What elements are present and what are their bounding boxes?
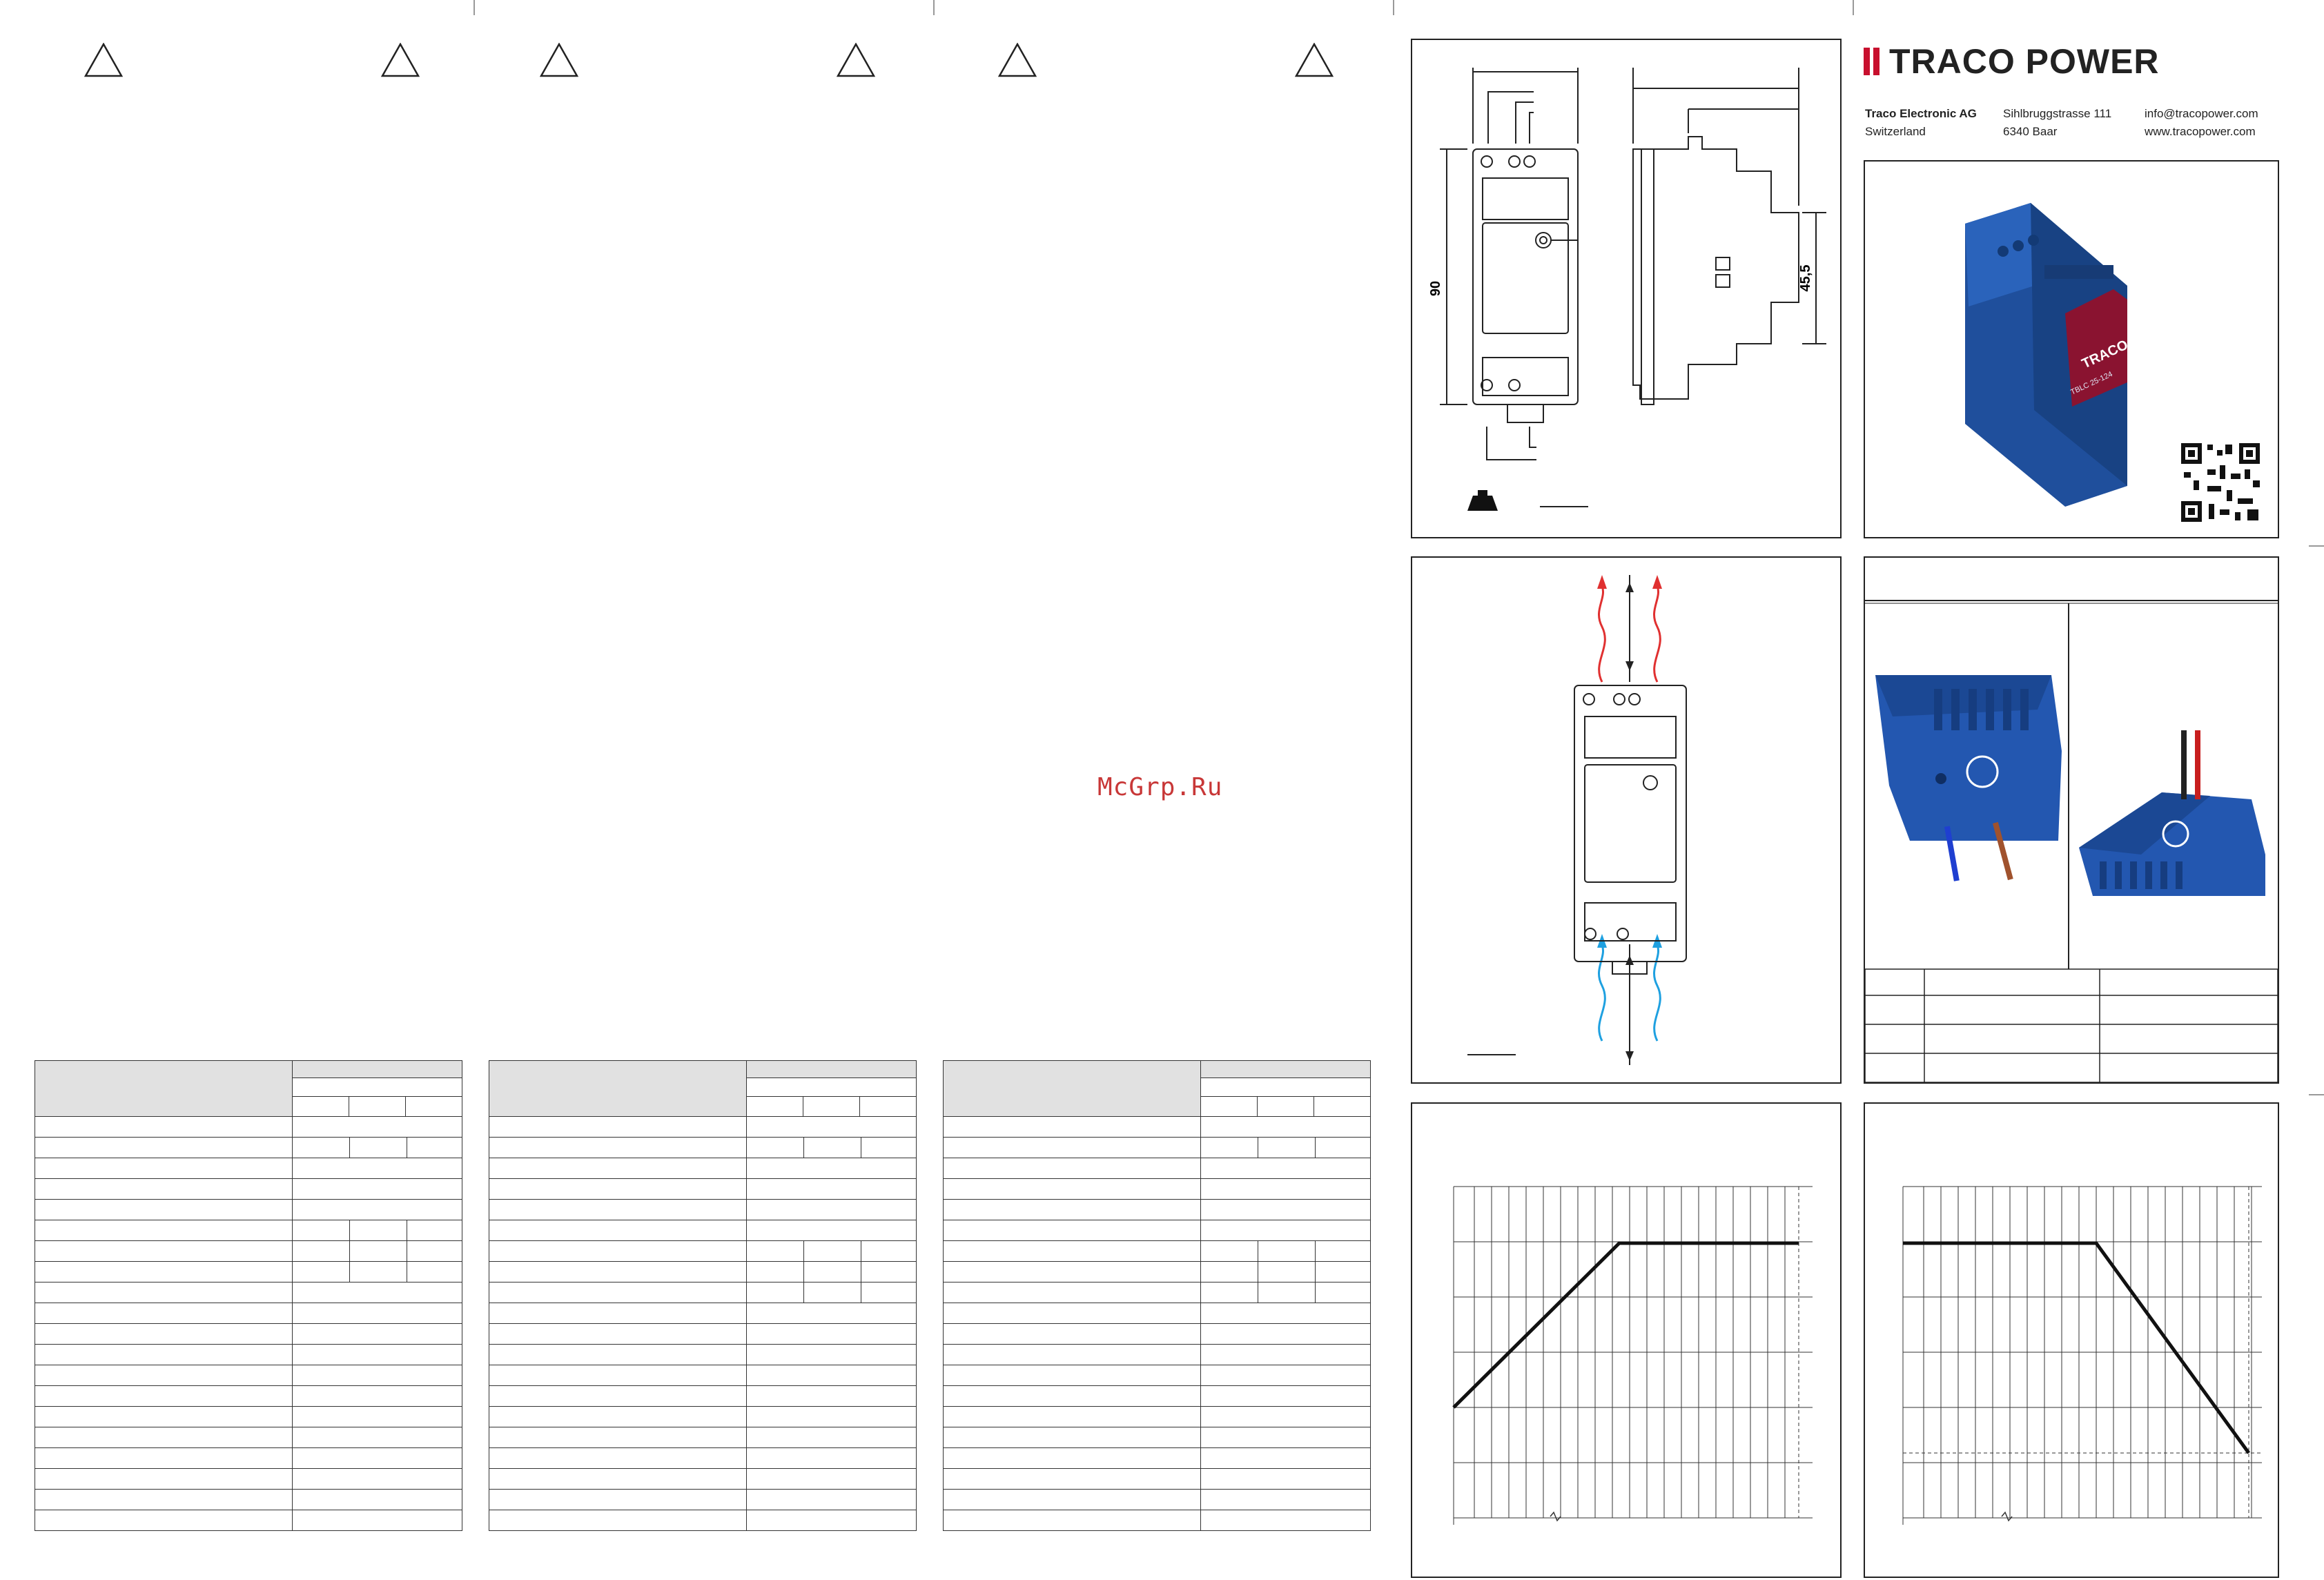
warning-triangle-icon — [84, 43, 123, 77]
qr-code-icon — [2179, 441, 2262, 524]
warning-triangle-icon — [540, 43, 578, 77]
address-street: Sihlbruggstrasse 111 6340 Baar — [2003, 105, 2111, 141]
watermark: McGrp.Ru — [1097, 773, 1223, 801]
depth-dimension: 45,5 — [1798, 265, 1813, 292]
weight-icon — [1467, 496, 1498, 511]
fold-mark — [1853, 0, 1854, 15]
spec-table-3 — [943, 1060, 1371, 1531]
spec-table-1 — [35, 1060, 462, 1531]
brand-bars-icon — [1864, 48, 1879, 75]
product-photo: TRACO POWER TBLC 25-124 — [1965, 203, 2262, 524]
fold-mark — [2309, 545, 2324, 547]
brand-logo: TRACO POWER — [1864, 41, 2160, 81]
fold-mark — [2309, 1094, 2324, 1095]
dimension-drawing: 90 45,5 — [1428, 68, 1826, 511]
company-city: 6340 Baar — [2003, 125, 2058, 138]
fold-mark — [473, 0, 475, 15]
fold-mark — [933, 0, 935, 15]
chart-panel-right — [1864, 1102, 2279, 1578]
warning-triangle-icon — [1295, 43, 1334, 77]
address-contact: info@tracopower.com www.tracopower.com — [2145, 105, 2258, 141]
chart-panel-left — [1411, 1102, 1842, 1578]
chart-left — [1452, 1186, 1813, 1525]
warning-triangle-icon — [998, 43, 1037, 77]
fold-mark — [1393, 0, 1394, 15]
company-country: Switzerland — [1865, 125, 1926, 138]
wiring-diagram — [1864, 600, 2278, 1083]
product-photo-panel: TRACO POWER TBLC 25-124 — [1864, 160, 2279, 538]
chart-right — [1902, 1186, 2262, 1525]
company-web[interactable]: www.tracopower.com — [2145, 125, 2256, 138]
spec-table-2 — [489, 1060, 917, 1531]
brand-name: TRACO POWER — [1889, 42, 2160, 81]
height-dimension: 90 — [1428, 281, 1443, 296]
airflow-diagram — [1467, 575, 1687, 1065]
company-email[interactable]: info@tracopower.com — [2145, 107, 2258, 120]
dimension-drawing-panel: 90 45,5 — [1411, 39, 1842, 538]
derating-curve-right — [1903, 1241, 2251, 1454]
company-street: Sihlbruggstrasse 111 — [2003, 107, 2112, 120]
derating-curve-left — [1452, 1241, 1799, 1409]
address-company: Traco Electronic AG Switzerland — [1865, 105, 1977, 141]
warning-triangle-icon — [381, 43, 420, 77]
airflow-panel — [1411, 556, 1842, 1084]
company-name: Traco Electronic AG — [1865, 107, 1977, 120]
warning-triangle-icon — [837, 43, 875, 77]
wiring-panel — [1864, 556, 2279, 1084]
